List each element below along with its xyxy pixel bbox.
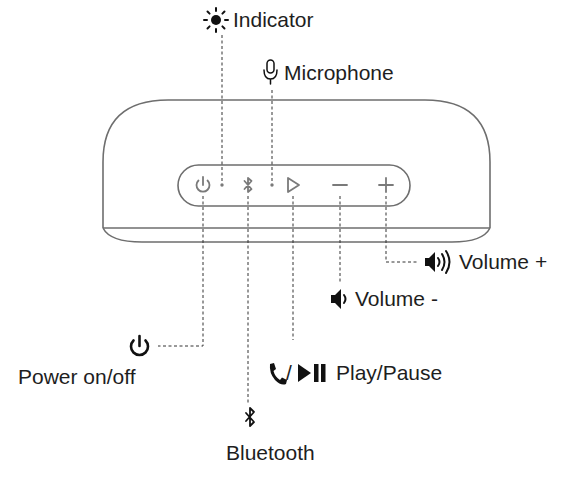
microphone-hole bbox=[270, 183, 273, 186]
bluetooth-icon bbox=[246, 408, 254, 426]
leader-lines bbox=[158, 33, 418, 404]
separator-text: / bbox=[286, 361, 292, 385]
leader-line bbox=[272, 88, 273, 181]
leader-line bbox=[158, 196, 203, 346]
part-label: Power on/off bbox=[18, 365, 136, 389]
phone-icon bbox=[270, 363, 287, 385]
speaker-housing bbox=[103, 100, 490, 228]
volume-up-icon bbox=[425, 251, 450, 273]
button-panel bbox=[178, 165, 410, 206]
speaker-body bbox=[103, 100, 490, 242]
part-label: Volume - bbox=[355, 287, 438, 311]
leader-line bbox=[386, 196, 418, 262]
leader-line bbox=[340, 196, 341, 284]
housing-seam bbox=[103, 227, 490, 229]
part-label: Bluetooth bbox=[226, 441, 315, 465]
microphone-icon bbox=[264, 60, 277, 84]
volume-down-icon bbox=[331, 289, 346, 309]
play-pause-icon bbox=[298, 364, 326, 382]
part-label: Volume + bbox=[459, 250, 547, 274]
part-label: Play/Pause bbox=[336, 361, 442, 385]
part-label: Microphone bbox=[284, 61, 394, 85]
speaker-base bbox=[103, 228, 490, 242]
panel-icons bbox=[196, 177, 393, 192]
play-button-icon bbox=[288, 178, 299, 192]
sun-icon bbox=[204, 8, 228, 32]
power-button-icon bbox=[202, 177, 204, 185]
power-icon bbox=[131, 336, 148, 355]
leader-line bbox=[222, 33, 223, 181]
leader-line bbox=[293, 196, 294, 340]
part-label: Indicator bbox=[233, 8, 314, 32]
volume-up-button-icon bbox=[379, 178, 393, 192]
bluetooth-button-icon bbox=[245, 178, 252, 192]
leader-line bbox=[248, 196, 249, 404]
volume-down-button-icon bbox=[333, 184, 347, 186]
indicator-light bbox=[220, 183, 223, 186]
